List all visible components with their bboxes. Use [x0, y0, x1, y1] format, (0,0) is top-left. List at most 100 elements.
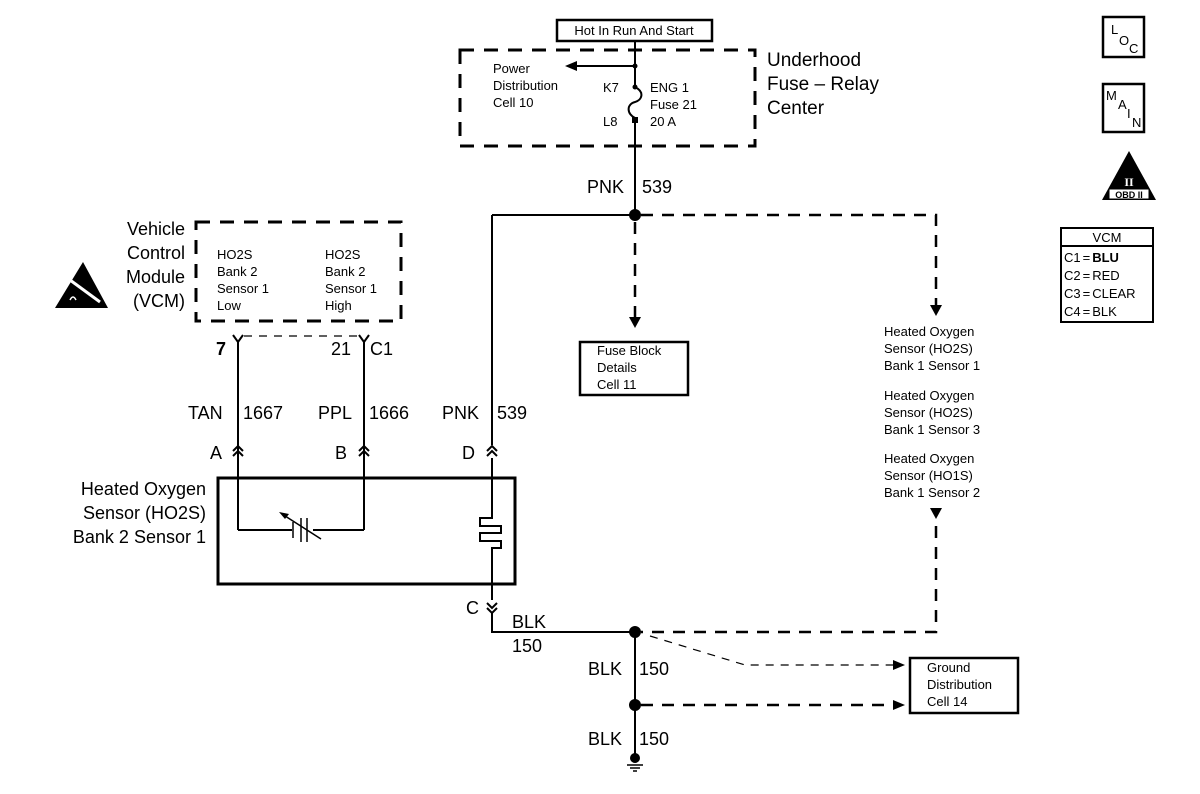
other-sensor-3-line-3: Bank 1 Sensor 2 [884, 485, 980, 500]
vcm-title-line-2: Control [127, 243, 185, 263]
other-sensors-supply-ref-line [641, 213, 938, 305]
sensor-pin-a: A [210, 443, 222, 463]
vcm-high-line-3: Sensor 1 [325, 281, 377, 296]
splice-dot [632, 63, 638, 69]
fuse-relay-center-boundary [458, 48, 757, 148]
other-sensor-2-line-3: Bank 1 Sensor 3 [884, 422, 980, 437]
main-icon-letter-m: M [1106, 88, 1117, 103]
ground-2-wire-circuit: 150 [639, 659, 669, 679]
pin-c-connector-icon [486, 602, 498, 615]
vcm-connector-legend: VCM C1=BLU C2=RED C3=CLEAR C4=BLK [1060, 227, 1154, 323]
ground-dist-arrow-1-icon [893, 660, 905, 670]
vcm-title-line-1: Vehicle [127, 219, 185, 239]
other-sensors-ground-arrow-icon [930, 508, 942, 519]
ground-3-wire-color: BLK [588, 729, 622, 749]
vcm-legend-title: VCM [1093, 230, 1122, 245]
ground-3-wire-circuit: 150 [639, 729, 669, 749]
blk-150-ground-wire-1 [491, 613, 635, 633]
obd-ii-icon[interactable]: II OBD II [1102, 151, 1156, 200]
pnk-sensor-wire-color: PNK [442, 403, 479, 423]
obd-icon-numeral: II [1124, 175, 1134, 189]
ground-dist-line-2: Distribution [927, 677, 992, 692]
sensor-title-line-2: Sensor (HO2S) [83, 503, 206, 523]
vcm-low-line-3: Sensor 1 [217, 281, 269, 296]
other-sensor-1-line-2: Sensor (HO2S) [884, 341, 973, 356]
fuse-block-line-2: Details [597, 360, 637, 375]
obd-icon-label: OBD II [1115, 190, 1143, 200]
fuse-terminal-l8-label: L8 [603, 114, 617, 129]
loc-icon-letter-l: L [1111, 22, 1118, 37]
other-sensor-2-line-1: Heated Oxygen [884, 388, 974, 403]
pin-d-connector-icon [486, 444, 498, 457]
vcm-low-line-2: Bank 2 [217, 264, 257, 279]
fuse-relay-title-line-3: Center [767, 98, 825, 119]
vcm-pin-7-terminal [232, 334, 244, 530]
sensor-title-line-1: Heated Oxygen [81, 479, 206, 499]
vcm-low-line-1: HO2S [217, 247, 253, 262]
power-dist-arrow-icon [565, 61, 577, 71]
ground-dist-line-1: Ground [927, 660, 970, 675]
vcm-high-line-1: HO2S [325, 247, 361, 262]
vcm-high-line-2: Bank 2 [325, 264, 365, 279]
fuse-relay-title-line-2: Fuse – Relay [767, 74, 879, 95]
other-sensor-2-line-2: Sensor (HO2S) [884, 405, 973, 420]
sensor-pin-b: B [335, 443, 347, 463]
main-wire-color: PNK [587, 177, 624, 197]
other-sensor-1-line-3: Bank 1 Sensor 1 [884, 358, 980, 373]
fuse-number: Fuse 21 [650, 97, 697, 112]
other-sensors-ground-ref-line [641, 526, 938, 634]
other-sensors-list: Heated Oxygen Sensor (HO2S) Bank 1 Senso… [884, 324, 980, 500]
main-icon-letter-i: I [1127, 106, 1131, 121]
fuse-name: ENG 1 [650, 80, 689, 95]
vcm-legend-row-3: C3=CLEAR [1064, 286, 1136, 301]
vcm-boundary [194, 220, 403, 323]
fuse-block-arrow-icon [629, 317, 641, 328]
power-dist-line-2: Distribution [493, 78, 558, 93]
ho2s-sensor: Heated Oxygen Sensor (HO2S) Bank 2 Senso… [73, 458, 517, 600]
ground-2-wire-color: BLK [588, 659, 622, 679]
ground-dist-ref-box[interactable]: Ground Distribution Cell 14 [908, 656, 1020, 715]
ground-1-wire-color: BLK [512, 612, 546, 632]
sensor-pin-c: C [466, 598, 479, 618]
sensor-pin-d: D [462, 443, 475, 463]
other-sensor-3-line-2: Sensor (HO1S) [884, 468, 973, 483]
main-icon[interactable]: M A I N [1101, 82, 1146, 134]
variable-cell-icon [279, 512, 289, 519]
loc-icon[interactable]: L O C [1101, 15, 1146, 59]
power-source-label: Hot In Run And Start [574, 23, 694, 38]
loc-icon-letter-c: C [1129, 41, 1138, 56]
tan-wire-color: TAN [188, 403, 223, 423]
vcm-connector-c1: C1 [370, 339, 393, 359]
pin-a-connector-icon [232, 444, 244, 457]
ground-1-wire-circuit: 150 [512, 636, 542, 656]
vcm-legend-row-1: C1=BLU [1064, 250, 1119, 265]
other-sensor-3-line-1: Heated Oxygen [884, 451, 974, 466]
pnk-sensor-wire-circuit: 539 [497, 403, 527, 423]
ground-dist-arrow-2-icon [893, 700, 905, 710]
fuse-block-ref-box[interactable]: Fuse Block Details Cell 11 [578, 340, 690, 397]
fuse-block-line-3: Cell 11 [597, 377, 637, 392]
ground-icon [627, 753, 643, 772]
pin-b-connector-icon [358, 444, 370, 457]
tan-wire-circuit: 1667 [243, 403, 283, 423]
main-icon-letter-n: N [1132, 115, 1141, 130]
main-icon-letter-a: A [1118, 97, 1127, 112]
vcm-title-line-3: Module [126, 267, 185, 287]
power-dist-line-3: Cell 10 [493, 95, 533, 110]
other-sensor-1-line-1: Heated Oxygen [884, 324, 974, 339]
ppl-wire-circuit: 1666 [369, 403, 409, 423]
loc-icon-letter-o: O [1119, 33, 1129, 48]
variable-arrow-line [281, 513, 322, 540]
vcm-pin-21: 21 [331, 339, 351, 359]
vcm-module: Vehicle Control Module (VCM) HO2S Bank 2… [126, 219, 403, 323]
vcm-title-line-4: (VCM) [133, 291, 185, 311]
power-dist-line-1: Power [493, 61, 531, 76]
sensor-boundary [216, 476, 517, 586]
vcm-legend-row-2: C2=RED [1064, 268, 1120, 283]
ppl-wire-color: PPL [318, 403, 352, 423]
ground-dist-line-3: Cell 14 [927, 694, 967, 709]
fuse-block-line-1: Fuse Block [597, 343, 662, 358]
vcm-high-line-4: High [325, 298, 352, 313]
power-source-label-box: Hot In Run And Start [555, 18, 714, 43]
